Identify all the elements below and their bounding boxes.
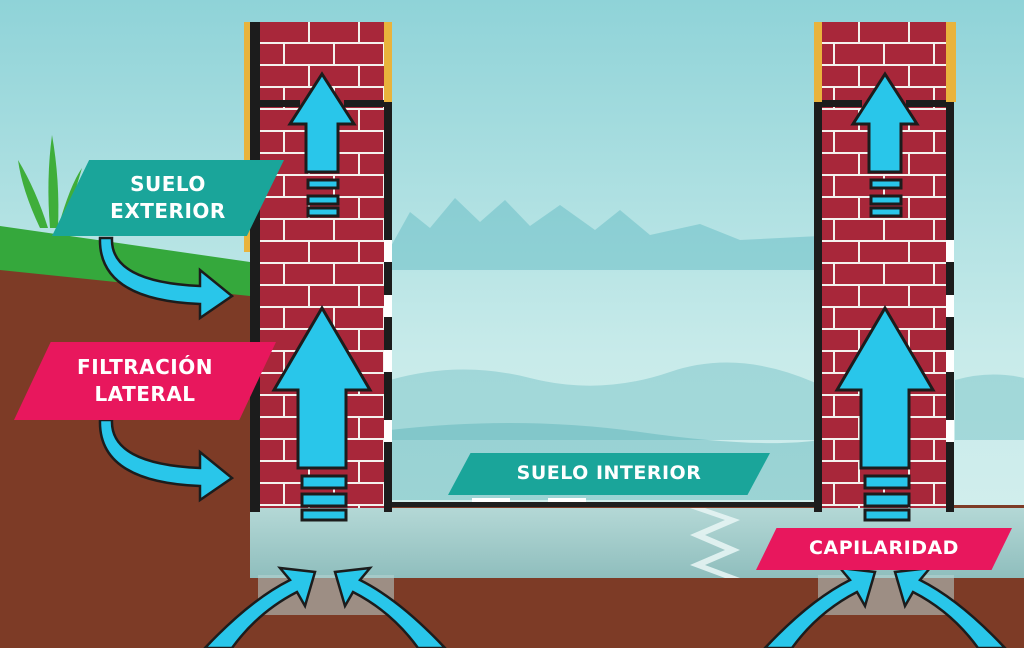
label-capilaridad-text: CAPILARIDAD	[809, 537, 959, 560]
arrow-up-icon	[287, 71, 357, 218]
curved-arrow-right-icon	[98, 236, 235, 321]
mountain-range-far	[390, 198, 820, 270]
label-suelo-exterior-line2: EXTERIOR	[110, 199, 226, 223]
label-capilaridad: CAPILARIDAD	[756, 528, 1012, 570]
mountain-range-mid	[390, 362, 820, 440]
capillary-arrows-right	[763, 566, 1007, 648]
curved-arrow-right-icon	[98, 418, 235, 503]
arrow-up-icon	[271, 305, 373, 522]
label-filtracion-lateral-line2: LATERAL	[94, 382, 196, 406]
label-suelo-exterior: SUELO EXTERIOR	[52, 160, 284, 236]
capillary-arrows-left	[203, 566, 447, 648]
arrow-up-icon	[850, 71, 920, 218]
label-suelo-exterior-line1: SUELO	[130, 172, 206, 196]
exterior-grass	[0, 226, 250, 296]
label-filtracion-lateral: FILTRACIÓN LATERAL	[14, 342, 276, 420]
slab-crack	[690, 508, 740, 578]
label-suelo-interior-text: SUELO INTERIOR	[516, 462, 702, 485]
label-filtracion-lateral-line1: FILTRACIÓN	[77, 355, 213, 379]
label-suelo-interior: SUELO INTERIOR	[448, 453, 770, 495]
floor-line	[390, 502, 820, 507]
arrow-up-icon	[834, 305, 936, 522]
mountain-range-right	[955, 374, 1024, 440]
